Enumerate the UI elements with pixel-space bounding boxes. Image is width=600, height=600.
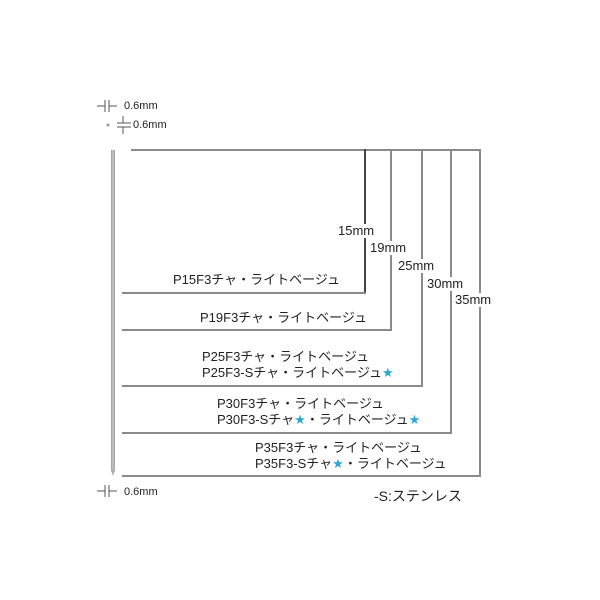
- length-label-15mm: 15mm: [337, 223, 376, 238]
- stainless-legend: -S:ステンレス: [374, 488, 462, 504]
- product-p30-s: P30F3-Sチャ★・ライトベージュ★: [217, 413, 420, 427]
- product-p30-s-text-1: P30F3-Sチャ: [217, 412, 295, 427]
- hline-19mm: [122, 329, 392, 331]
- hline-35mm: [122, 475, 481, 477]
- thickness-label-top: 0.6mm: [124, 100, 158, 112]
- product-p25: P25F3チャ・ライトベージュ: [202, 349, 370, 364]
- star-icon: ★: [294, 412, 306, 427]
- thickness-dimension-symbol-bottom: [97, 484, 121, 498]
- star-icon: ★: [332, 456, 344, 471]
- vline-30mm: [450, 149, 452, 434]
- thickness-label-bottom: 0.6mm: [124, 486, 158, 498]
- top-reference-line: [131, 149, 481, 151]
- length-label-19mm: 19mm: [369, 240, 408, 255]
- nail-illustration: [111, 150, 115, 472]
- hline-25mm: [122, 385, 423, 387]
- star-icon: ★: [408, 412, 421, 427]
- width-label: 0.6mm: [133, 119, 167, 131]
- hline-30mm: [122, 432, 452, 434]
- product-p25-s: P25F3-Sチャ・ライトベージュ★: [202, 366, 394, 380]
- product-p35-s-text-2: ・ライトベージュ: [343, 456, 447, 471]
- length-label-25mm: 25mm: [397, 258, 436, 273]
- product-p25-s-text: P25F3-Sチャ・ライトベージュ: [202, 365, 383, 380]
- product-p30: P30F3チャ・ライトベージュ: [217, 396, 385, 411]
- vline-35mm: [479, 149, 481, 477]
- product-p35: P35F3チャ・ライトベージュ: [255, 440, 423, 455]
- vline-19mm: [390, 149, 392, 331]
- nail-tip: [111, 470, 115, 476]
- product-p30-s-text-2: ・ライトベージュ: [305, 412, 409, 427]
- thickness-dimension-symbol-top: [97, 99, 121, 113]
- hline-15mm: [122, 292, 366, 294]
- length-label-30mm: 30mm: [426, 276, 465, 291]
- product-p15: P15F3チャ・ライトベージュ: [173, 272, 341, 287]
- star-icon: ★: [382, 365, 394, 380]
- product-p35-s-text-1: P35F3-Sチャ: [255, 456, 333, 471]
- product-p35-s: P35F3-Sチャ★・ライトベージュ: [255, 457, 447, 471]
- product-p19: P19F3チャ・ライトベージュ: [200, 310, 368, 325]
- length-label-35mm: 35mm: [454, 292, 493, 307]
- width-dimension-symbol: [105, 116, 135, 134]
- vline-15mm: [364, 149, 366, 294]
